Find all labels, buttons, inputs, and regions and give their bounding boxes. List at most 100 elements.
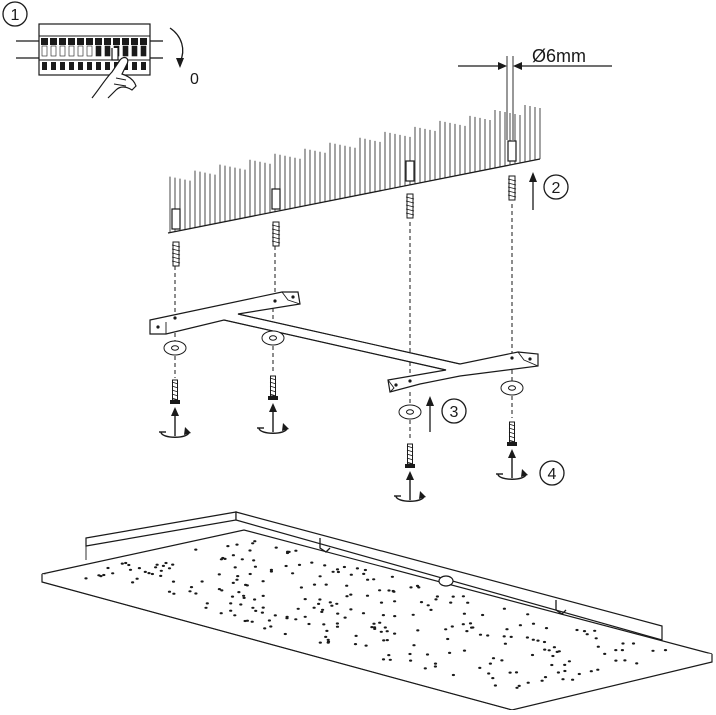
led-dot — [493, 684, 497, 687]
led-dot — [362, 572, 366, 576]
led-dot — [487, 672, 491, 675]
led-dot — [322, 623, 326, 626]
led-dot — [450, 625, 454, 628]
led-dot — [167, 590, 172, 593]
led-dot — [379, 630, 383, 633]
led-dot — [294, 618, 298, 621]
led-dot — [502, 607, 506, 610]
led-dot — [274, 546, 278, 549]
led-dot — [486, 634, 490, 637]
led-dot — [470, 626, 474, 629]
led-dot — [97, 574, 101, 577]
led-dot — [392, 590, 396, 593]
led-dot — [372, 578, 376, 581]
rotate-arrow-icon — [496, 469, 528, 480]
led-dot — [242, 594, 246, 597]
led-dot — [448, 651, 452, 655]
breaker-module — [68, 38, 75, 70]
screw — [170, 379, 180, 404]
led-dot — [536, 639, 540, 642]
led-dot — [433, 665, 437, 668]
led-dot — [509, 635, 513, 639]
step-4-badge: 4 — [539, 460, 565, 486]
led-dot — [284, 564, 288, 568]
drill-hole — [405, 160, 415, 182]
led-dot — [251, 542, 255, 545]
breaker-module — [86, 38, 93, 70]
led-dot — [620, 649, 625, 652]
led-dot — [294, 549, 298, 552]
led-dot — [378, 589, 382, 592]
led-dot — [127, 563, 131, 567]
led-dot — [312, 583, 317, 586]
led-dot — [320, 610, 324, 614]
led-dot — [253, 598, 257, 601]
led-dot — [154, 566, 158, 569]
led-dot — [567, 660, 572, 663]
led-dot — [285, 615, 289, 619]
led-dot — [372, 622, 376, 625]
up-arrow-icon — [406, 471, 414, 500]
led-dot — [379, 601, 384, 604]
led-dot — [366, 578, 370, 581]
circuit-breaker-icon — [16, 23, 163, 76]
led-dot — [321, 608, 325, 611]
led-dot — [236, 575, 240, 578]
led-dot — [408, 652, 412, 656]
drill-hole — [507, 140, 517, 162]
led-dot — [505, 628, 509, 631]
led-dot — [312, 606, 316, 609]
led-dot — [663, 649, 668, 652]
led-dot — [547, 649, 551, 652]
led-dot — [631, 642, 636, 645]
led-dot — [328, 601, 332, 604]
led-dot — [269, 570, 273, 573]
led-dot — [461, 595, 465, 598]
led-dot — [323, 564, 327, 567]
breaker-module — [131, 38, 138, 70]
step-3-number: 3 — [450, 404, 459, 421]
step-4-number: 4 — [548, 466, 557, 483]
up-arrow-icon — [171, 407, 179, 436]
led-dot — [575, 628, 579, 632]
led-dot — [596, 645, 600, 648]
led-dot — [111, 572, 115, 575]
led-dot — [253, 565, 257, 568]
led-dot — [239, 603, 243, 606]
led-dot — [324, 583, 328, 586]
led-dot — [426, 604, 430, 607]
led-dot — [167, 567, 172, 570]
led-dot — [409, 586, 413, 589]
drill-hole — [171, 208, 181, 230]
led-dot — [237, 591, 241, 594]
wall-plug — [507, 175, 517, 201]
led-dot — [385, 639, 389, 642]
led-dot — [335, 568, 340, 571]
breaker-module — [104, 38, 111, 70]
led-dot — [353, 643, 358, 646]
led-dot — [164, 561, 168, 565]
led-dot — [217, 588, 221, 591]
led-dot — [393, 600, 397, 603]
led-dot — [502, 635, 506, 638]
washers — [163, 330, 524, 420]
off-value-label: 0 — [190, 71, 199, 88]
hand-icon — [91, 48, 137, 99]
led-dot — [188, 590, 192, 593]
led-dot — [540, 679, 544, 682]
led-dot — [223, 557, 227, 561]
led-dot — [267, 619, 271, 622]
breaker-module — [59, 38, 66, 70]
led-dot — [273, 614, 277, 617]
led-dot — [364, 644, 368, 647]
led-dot — [468, 622, 473, 625]
led-dot — [462, 612, 466, 615]
mounting-bracket — [149, 291, 539, 393]
step-2-arrow-icon — [529, 172, 537, 210]
led-dot — [577, 672, 581, 676]
led-dot — [466, 601, 470, 604]
led-dot — [543, 648, 547, 651]
led-dot — [531, 622, 536, 625]
led-dot — [388, 658, 392, 661]
up-arrow-icon — [508, 449, 516, 478]
